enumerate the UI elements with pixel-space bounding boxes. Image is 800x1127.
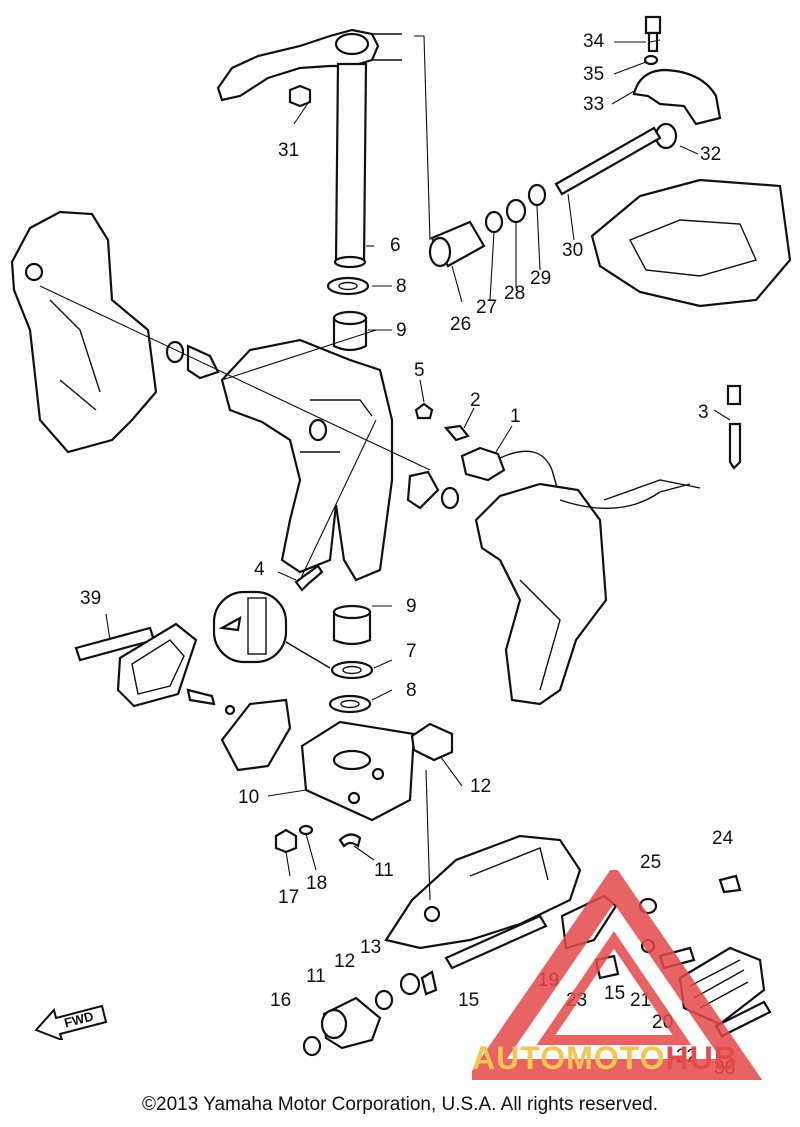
arrow-left-icon (34, 1004, 108, 1042)
callout-5: 5 (414, 360, 425, 381)
callout-33: 31 (278, 140, 300, 161)
clamp-bracket-right (474, 479, 701, 706)
callout-35: 33 (583, 94, 605, 115)
bolt-4 (294, 564, 324, 592)
callout-11: 11 (374, 860, 394, 881)
mount-rubber-28 (428, 220, 486, 268)
washer-7 (330, 660, 374, 680)
bolt-5 (414, 402, 434, 420)
screw-cover (186, 688, 216, 706)
callout-8-bottom: 8 (406, 680, 417, 701)
callout-13: 11 (306, 966, 326, 987)
bolt-17 (444, 914, 548, 970)
washer-8-top (326, 276, 370, 296)
callout-36: 34 (583, 31, 605, 52)
watermark-right: HUB (665, 1040, 738, 1076)
callout-32: 30 (562, 240, 584, 261)
callout-37: 35 (583, 64, 605, 85)
wire-harness (559, 483, 691, 509)
callout-3: 3 (698, 402, 709, 423)
bracket-12 (410, 722, 454, 762)
callout-14: 12 (334, 951, 356, 972)
callout-9-top: 9 (396, 320, 407, 341)
washer-8-bottom (328, 694, 372, 714)
callout-15: 13 (360, 937, 382, 958)
trim-switch-1 (460, 446, 561, 499)
ring-14 (374, 989, 394, 1011)
callout-17: 15 (458, 990, 480, 1011)
cable-tie-3 (726, 384, 742, 470)
watermark: AUTOMOTOHUB (472, 870, 800, 1080)
callout-6: 6 (390, 235, 401, 256)
steering-arm (216, 28, 402, 269)
screw-2 (443, 424, 470, 442)
bushing-left (186, 344, 220, 380)
callout-16: 15 (604, 983, 626, 1004)
callout-30: 28 (504, 283, 526, 304)
screw-26 (718, 874, 742, 894)
detail-inset (212, 590, 331, 669)
washer-18 (302, 1035, 322, 1057)
callout-18: 16 (270, 990, 292, 1011)
upper-cover (590, 178, 792, 308)
callout-8-top: 8 (396, 276, 407, 297)
callout-4: 4 (254, 559, 265, 580)
side-cover (116, 622, 198, 708)
washer-31 (527, 183, 547, 207)
callout-1: 1 (510, 406, 521, 427)
washer-15 (399, 972, 421, 996)
callout-31: 29 (530, 268, 552, 289)
callout-34: 32 (700, 144, 722, 165)
through-bolt-32 (554, 126, 662, 196)
bolt-36 (644, 15, 662, 53)
leader-lines (39, 35, 731, 901)
warning-triangle-icon (472, 870, 763, 1080)
bushing-9-bottom (332, 604, 372, 646)
callout-20: 18 (306, 873, 328, 894)
collar-center (406, 470, 440, 510)
terminal (420, 970, 438, 996)
lower-mount-10 (300, 720, 416, 822)
callout-39: 39 (80, 588, 102, 609)
callout-28: 26 (450, 314, 472, 335)
callout-19: 17 (278, 887, 300, 908)
callout-29: 27 (476, 297, 498, 318)
callout-7: 7 (406, 641, 417, 662)
mount-rubber-13 (320, 996, 382, 1050)
bushing-9-top (332, 310, 368, 352)
clamp-bracket-left (10, 210, 158, 454)
ring-left (165, 340, 185, 364)
clip-11 (338, 833, 362, 848)
callout-12: 12 (470, 776, 492, 797)
nut-19 (274, 828, 298, 854)
callout-9-bottom: 9 (406, 596, 417, 617)
fwd-arrow: FWD (34, 1004, 108, 1042)
callout-27: 25 (640, 852, 662, 873)
copyright: ©2013 Yamaha Motor Corporation, U.S.A. A… (142, 1094, 658, 1115)
callout-2: 2 (470, 390, 481, 411)
washer-37 (643, 54, 659, 66)
watermark-left: AUTOMOTO (472, 1040, 666, 1076)
callout-10: 10 (238, 787, 260, 808)
mount-bracket-35 (632, 68, 722, 126)
lower-case (384, 834, 582, 950)
pivot-bracket (220, 698, 292, 772)
nut-33 (288, 84, 312, 108)
callout-26: 24 (712, 828, 734, 849)
swivel-bracket (220, 338, 394, 582)
ring-center (440, 486, 460, 510)
